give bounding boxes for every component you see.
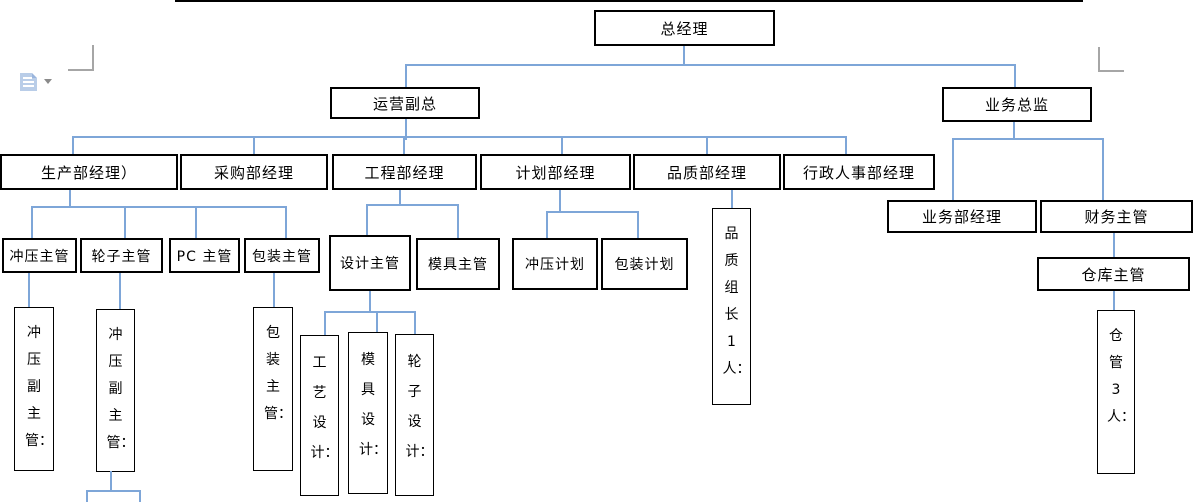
connector-line: [376, 311, 378, 332]
org-node-stamp-super[interactable]: 冲压主管: [2, 238, 77, 273]
connector-line: [124, 206, 126, 238]
connector-line: [139, 490, 141, 502]
org-node-wheel-design[interactable]: 轮子设计：: [395, 334, 434, 496]
org-node-ops-vp[interactable]: 运营副总: [330, 87, 480, 119]
org-node-pack-super[interactable]: 包装主管: [244, 238, 320, 273]
org-node-design-super[interactable]: 设计主管: [329, 235, 411, 291]
connector-line: [324, 311, 416, 313]
connector-line: [69, 190, 71, 207]
connector-line: [86, 490, 88, 502]
org-node-stamp-deputy-1-label: 冲压副主管：: [25, 325, 53, 449]
connector-line: [110, 471, 112, 492]
org-node-top-partial[interactable]: [175, 0, 1083, 2]
connector-line: [1113, 233, 1115, 257]
connector-line: [31, 206, 287, 208]
connector-line: [561, 136, 563, 154]
org-node-wheel-super[interactable]: 轮子主管: [80, 238, 163, 273]
connector-line: [366, 204, 368, 235]
connector-line: [637, 211, 639, 238]
connector-line: [285, 206, 287, 238]
connector-line: [86, 490, 141, 492]
org-node-prod-mgr[interactable]: 生产部经理）: [0, 154, 178, 190]
org-node-warehouse-staff[interactable]: 仓管3人：: [1097, 310, 1135, 474]
connector-line: [253, 136, 255, 154]
org-node-mold-super[interactable]: 模具主管: [416, 238, 500, 290]
org-node-pack-super-v[interactable]: 包装主管：: [253, 307, 293, 471]
connector-line: [1014, 64, 1016, 87]
connector-line: [414, 311, 416, 334]
org-node-mold-design[interactable]: 模具设计：: [348, 332, 388, 494]
org-node-qual-leader-label: 品质组长1人：: [722, 226, 751, 377]
connector-line: [845, 136, 847, 154]
connector-line: [1102, 138, 1104, 200]
connector-line: [457, 204, 459, 238]
margin-corner-mark-left: [68, 45, 94, 71]
org-node-pack-super-v-label: 包装主管：: [264, 325, 292, 422]
connector-line: [1113, 291, 1115, 310]
org-node-eng-mgr[interactable]: 工程部经理: [332, 154, 477, 190]
connector-line: [28, 273, 30, 307]
org-node-wheel-design-label: 轮子设计：: [405, 354, 434, 460]
margin-corner-mark-right: [1098, 47, 1124, 72]
connector-line: [683, 46, 685, 65]
connector-line: [273, 273, 275, 307]
connector-line: [731, 190, 733, 208]
connector-line: [72, 136, 847, 138]
org-node-pack-plan[interactable]: 包装计划: [601, 238, 688, 290]
org-node-process-design[interactable]: 工艺设计：: [300, 335, 339, 496]
connector-line: [952, 138, 954, 200]
connector-line: [546, 211, 639, 213]
org-node-biz-dept-mgr[interactable]: 业务部经理: [887, 200, 1037, 233]
org-node-biz-director[interactable]: 业务总监: [942, 87, 1092, 122]
connector-line: [1013, 122, 1015, 138]
connector-line: [195, 206, 197, 238]
connector-line: [369, 291, 371, 312]
org-node-mold-design-label: 模具设计：: [359, 352, 387, 458]
connector-line: [72, 136, 74, 154]
connector-line: [706, 136, 708, 154]
connector-line: [399, 190, 401, 204]
org-node-warehouse-super[interactable]: 仓库主管: [1037, 257, 1190, 291]
org-node-stamp-deputy-2[interactable]: 冲压副主管：: [96, 309, 135, 472]
org-node-plan-mgr[interactable]: 计划部经理: [480, 154, 631, 190]
org-node-ceo[interactable]: 总经理: [594, 10, 775, 46]
org-node-qual-leader[interactable]: 品质组长1人：: [712, 208, 751, 405]
org-node-warehouse-staff-label: 仓管3人：: [1107, 328, 1135, 425]
org-node-process-design-label: 工艺设计：: [310, 355, 339, 461]
org-node-fin-super[interactable]: 财务主管: [1040, 200, 1193, 233]
connector-line: [546, 211, 548, 238]
connector-line: [405, 119, 407, 140]
paste-options-icon: [20, 73, 37, 91]
connector-line: [405, 64, 1016, 66]
connector-line: [403, 136, 405, 154]
connector-line: [324, 311, 326, 335]
org-node-stamp-deputy-1[interactable]: 冲压副主管：: [14, 307, 54, 471]
org-node-stamp-plan[interactable]: 冲压计划: [512, 238, 598, 290]
org-node-pc-super[interactable]: PC 主管: [169, 238, 240, 273]
org-node-admin-hr-mgr[interactable]: 行政人事部经理: [783, 154, 935, 190]
org-node-purch-mgr[interactable]: 采购部经理: [180, 154, 328, 190]
org-node-stamp-deputy-2-label: 冲压副主管：: [106, 327, 135, 451]
paste-options-button[interactable]: [20, 73, 54, 93]
connector-line: [405, 64, 407, 87]
connector-line: [366, 204, 459, 206]
org-node-qual-mgr[interactable]: 品质部经理: [633, 154, 781, 190]
chevron-down-icon: [44, 79, 52, 84]
connector-line: [119, 273, 121, 309]
connector-line: [952, 138, 1104, 140]
connector-line: [559, 190, 561, 211]
connector-line: [31, 206, 33, 238]
